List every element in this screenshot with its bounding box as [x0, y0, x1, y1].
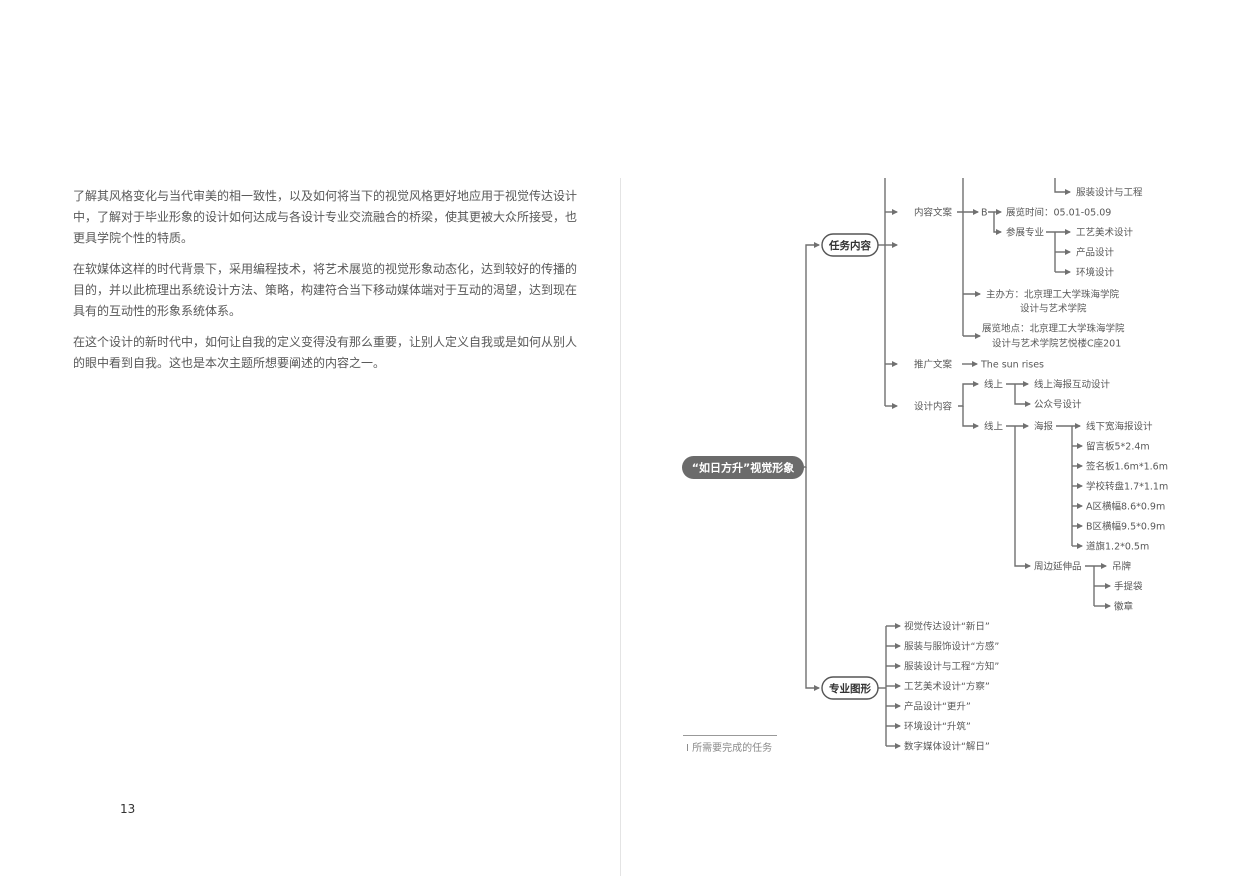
graphic-item: 产品设计“更升”	[904, 701, 971, 713]
online-item: 线上海报互动设计	[1034, 379, 1111, 391]
connector-lines	[804, 178, 1111, 749]
root-node	[682, 456, 804, 479]
branch-task-node	[821, 233, 879, 257]
online-label-2: 线上	[984, 421, 1004, 433]
poster-item: 签名板1.6m*1.6m	[1086, 461, 1168, 473]
poster-item: 学校转盘1.7*1.1m	[1086, 481, 1168, 493]
promo-value: The sun rises	[980, 360, 1044, 371]
poster-item: 线下宽海报设计	[1086, 421, 1153, 433]
online-item: 公众号设计	[1034, 399, 1082, 411]
venue-line-1: 展览地点：北京理工大学珠海学院	[982, 323, 1125, 335]
caption-rule	[683, 735, 777, 736]
page-number: 13	[120, 802, 136, 816]
organizer-line-1: 主办方：北京理工大学珠海学院	[986, 289, 1120, 301]
graphic-item: 服装与服饰设计“方感”	[904, 641, 999, 653]
branch-task-label: 任务内容	[828, 239, 871, 252]
merch-item: 徽章	[1114, 601, 1134, 613]
merch-item: 吊牌	[1112, 561, 1132, 573]
poster-item: 留言板5*2.4m	[1086, 441, 1150, 453]
graphic-item: 工艺美术设计“方察”	[904, 681, 990, 693]
graphic-item: 数字媒体设计“解日”	[904, 741, 990, 753]
design-content-label: 设计内容	[914, 401, 953, 413]
poster-item: 道旗1.2*0.5m	[1086, 541, 1149, 553]
body-paragraph-2: 在软媒体这样的时代背景下，采用编程技术，将艺术展览的视觉形象动态化，达到较好的传…	[73, 262, 578, 318]
organizer-line-2: 设计与艺术学院	[1020, 303, 1087, 315]
poster-item: A区横幅8.6*0.9m	[1086, 501, 1165, 513]
fashion-eng-item: 服装设计与工程	[1076, 187, 1143, 199]
content-copy-label: 内容文案	[914, 207, 953, 219]
graphic-item: 服装设计与工程“方知”	[904, 661, 999, 673]
body-paragraph-3: 在这个设计的新时代中，如何让自我的定义变得没有那么重要，让别人定义自我或是如何从…	[73, 335, 578, 370]
branch-graphic-label: 专业图形	[829, 682, 871, 695]
major-item: 工艺美术设计	[1076, 227, 1134, 239]
exhibit-time-label: 展览时间：05.01-05.09	[1006, 207, 1111, 219]
left-page: 了解其风格变化与当代审美的相一致性，以及如何将当下的视觉风格更好地应用于视觉传达…	[73, 189, 578, 816]
page-divider	[620, 178, 621, 876]
body-paragraph-1: 了解其风格变化与当代审美的相一致性，以及如何将当下的视觉风格更好地应用于视觉传达…	[73, 189, 578, 245]
venue-line-2: 设计与艺术学院艺悦楼C座201	[992, 338, 1121, 350]
merch-item: 手提袋	[1114, 581, 1143, 593]
branch-graphic-node	[821, 676, 879, 700]
merch-label: 周边延伸品	[1034, 561, 1082, 573]
promo-copy-label: 推广文案	[914, 359, 953, 371]
b-label: B	[981, 208, 988, 219]
poster-item: B区横幅9.5*0.9m	[1086, 521, 1165, 533]
graphic-item: 环境设计“升筑”	[904, 721, 971, 733]
root-label: “如日方升”视觉形象	[692, 461, 794, 475]
figure-caption: I 所需要完成的任务	[686, 743, 773, 754]
major-item: 产品设计	[1076, 247, 1115, 259]
graphic-item: 视觉传达设计“新日”	[904, 621, 990, 633]
poster-label: 海报	[1034, 421, 1054, 433]
participating-label: 参展专业	[1006, 227, 1044, 239]
major-item: 环境设计	[1076, 267, 1115, 279]
online-label-1: 线上	[984, 379, 1004, 391]
